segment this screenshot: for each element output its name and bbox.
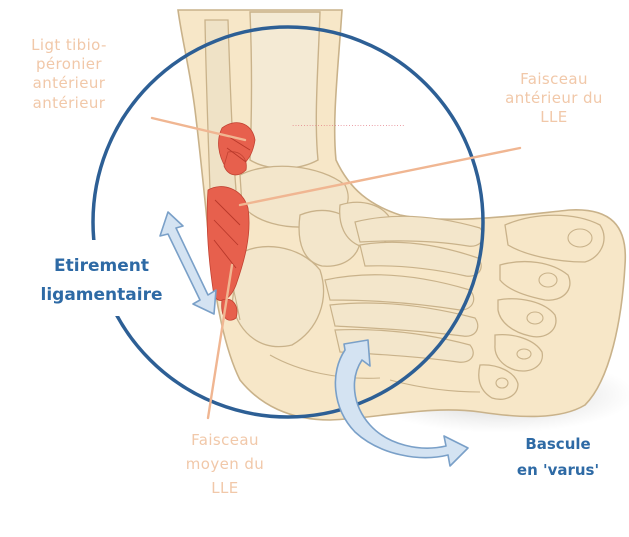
label-etirement-ligamentaire: Etirement ligamentaire	[34, 250, 169, 309]
label-ligt-tibio-line-1: Ligt tibio-	[10, 36, 128, 55]
tibia-bone	[250, 12, 320, 168]
label-ligt-tibio-line-4: antérieur	[10, 94, 128, 113]
label-faisceau-moyen-line-3: LLE	[170, 476, 280, 500]
label-etirement-line-1: Etirement	[34, 250, 169, 282]
label-faisceau-moyen: Faisceau moyen du LLE	[170, 428, 280, 500]
label-etirement-line-2: ligamentaire	[34, 282, 169, 309]
label-faisceau-moyen-line-2: moyen du	[170, 452, 280, 476]
label-faisceau-anterieur-line-1: Faisceau	[484, 70, 624, 89]
label-bascule-varus: Bascule en 'varus'	[494, 432, 622, 483]
label-ligt-tibio-line-3: antérieur	[10, 74, 128, 93]
label-faisceau-anterieur-line-3: LLE	[484, 108, 624, 127]
label-ligt-tibio-line-2: péronier	[10, 55, 128, 74]
label-ligt-tibio-peronier: Ligt tibio- péronier antérieur antérieur	[10, 36, 128, 113]
label-faisceau-anterieur: Faisceau antérieur du LLE	[484, 70, 624, 128]
label-faisceau-moyen-line-1: Faisceau	[170, 428, 280, 452]
label-bascule-line-1: Bascule	[494, 432, 622, 458]
label-bascule-line-2: en 'varus'	[494, 458, 622, 484]
faint-annotation-text: ········································	[292, 122, 405, 130]
label-faisceau-anterieur-line-2: antérieur du	[484, 89, 624, 108]
